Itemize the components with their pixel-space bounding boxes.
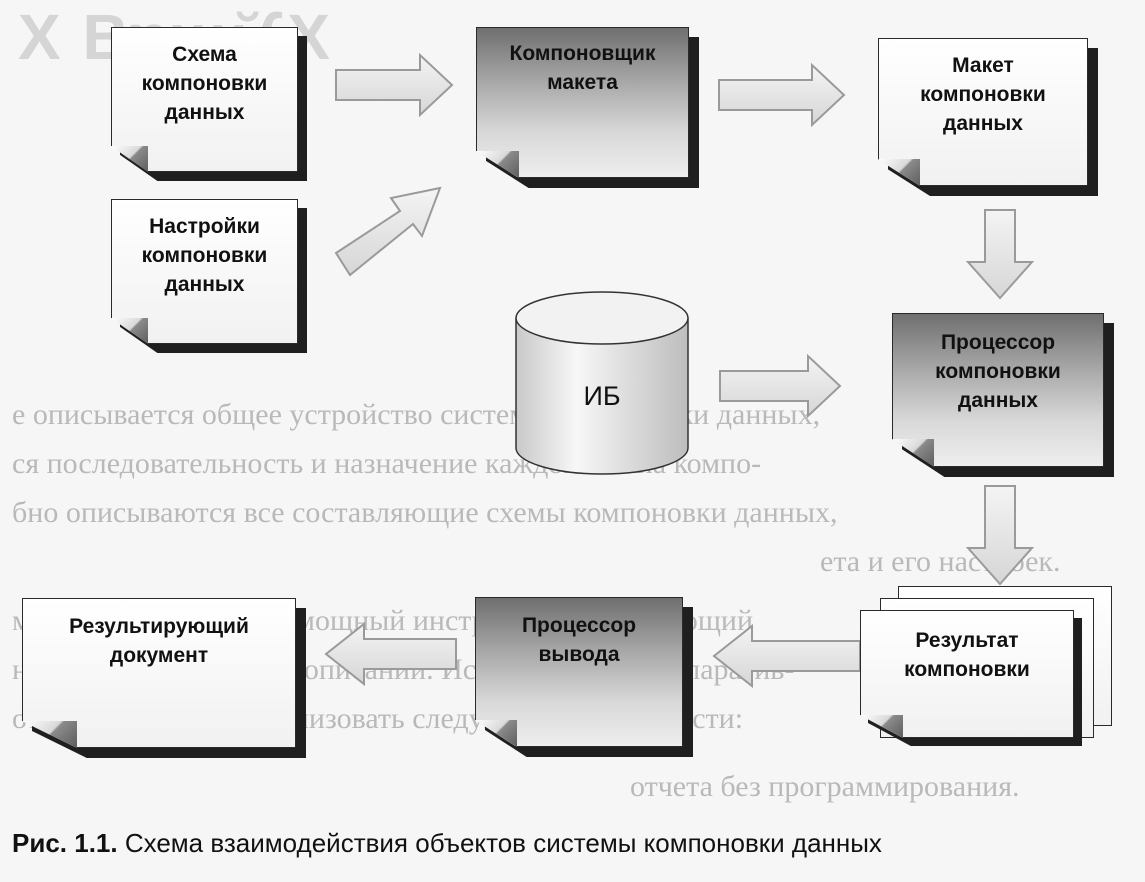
arrow-template-to-processor <box>965 209 1035 300</box>
label-line: Схема <box>172 43 237 66</box>
node-composition-result: Результат компоновки <box>860 586 1116 746</box>
infobase-cylinder: ИБ <box>515 291 689 475</box>
arrow-schema-to-composer <box>335 52 454 118</box>
label-line: Результирующий <box>69 615 249 638</box>
label-line: данных <box>943 112 1023 135</box>
label-line: данных <box>164 273 245 296</box>
figure-number: Рис. 1.1. <box>12 828 118 858</box>
label-line: компоновки <box>935 360 1061 383</box>
label-line: Настройки <box>149 215 260 238</box>
bleed-line: отчета без программирования. <box>630 770 1020 803</box>
arrow-result-to-output <box>712 623 861 689</box>
bleed-line: бно описываются все составляющие схемы к… <box>12 496 838 529</box>
label-line: Процессор <box>940 331 1056 354</box>
label-line: Макет <box>952 54 1014 77</box>
node-data-composition-processor: Процессор компоновки данных <box>892 313 1114 477</box>
node-data-composition-schema: Схема компоновки данных <box>111 27 307 181</box>
arrow-composer-to-template <box>718 62 846 128</box>
label-line: компоновки <box>141 72 268 95</box>
node-data-composition-settings: Настройки компоновки данных <box>111 199 307 353</box>
label-line: макета <box>547 71 618 94</box>
label-line: компоновки <box>920 83 1046 106</box>
arrow-infobase-to-processor <box>719 353 842 419</box>
figure-caption-text: Схема взаимодействия объектов системы ко… <box>124 828 882 858</box>
label-line: вывода <box>538 643 620 666</box>
label-line: компоновки <box>141 244 268 267</box>
label-line: компоновки <box>904 658 1030 681</box>
node-result-document: Результирующий документ <box>22 598 306 758</box>
infobase-label: ИБ <box>583 381 620 411</box>
arrow-processor-to-result <box>965 485 1035 586</box>
figure-caption: Рис. 1.1. Схема взаимодействия объектов … <box>12 828 882 859</box>
node-output-processor: Процессор вывода <box>475 597 693 757</box>
arrow-settings-to-composer <box>334 186 442 277</box>
label-line: документ <box>109 644 209 667</box>
arrow-output-to-document <box>324 621 457 687</box>
label-line: Процессор <box>521 614 637 637</box>
label-line: Компоновщик <box>509 42 656 65</box>
label-line: данных <box>958 389 1038 412</box>
node-data-composition-template: Макет компоновки данных <box>878 38 1098 196</box>
label-line: данных <box>164 101 245 124</box>
label-line: Результат <box>915 629 1019 652</box>
node-template-composer: Компоновщик макета <box>476 27 699 188</box>
